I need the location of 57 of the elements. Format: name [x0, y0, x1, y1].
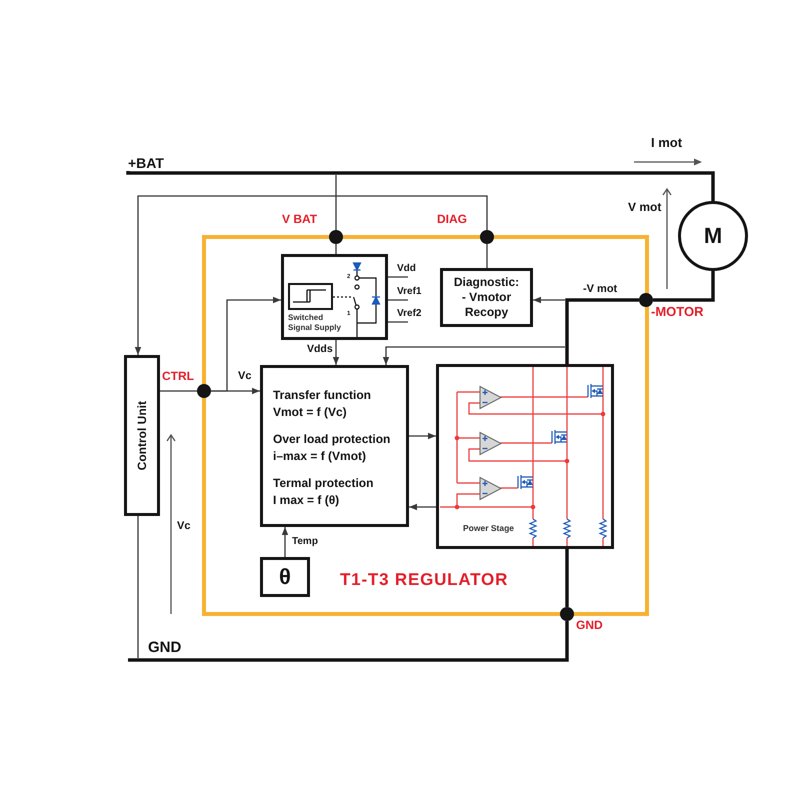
pin-label: GND	[576, 619, 603, 633]
temperature-symbol-label: θ	[279, 565, 291, 589]
signal-line	[388, 276, 408, 278]
pin-label: -MOTOR	[651, 305, 704, 320]
rail-label: GND	[148, 639, 182, 656]
regulator-frame	[202, 235, 649, 616]
signal-line	[160, 390, 197, 392]
signal-arrow	[533, 296, 565, 304]
pin-label: V BAT	[282, 213, 318, 227]
signal-arrow	[382, 346, 565, 365]
power-stage-block	[436, 364, 614, 549]
voltage-label: Vc	[177, 520, 190, 533]
sensor-block	[260, 557, 310, 597]
function-text: Transfer function	[273, 387, 372, 404]
signal-arrow	[332, 340, 340, 365]
signal-arrow	[409, 432, 436, 440]
pin-label: CTRL	[162, 370, 194, 384]
current-label: I mot	[651, 136, 682, 151]
signal-line	[335, 175, 337, 230]
signal-line	[388, 299, 408, 301]
control-unit-label: Control Unit	[135, 400, 149, 470]
power-wire	[565, 298, 639, 364]
function-block	[260, 365, 409, 527]
power-stage-caption: Power Stage	[463, 523, 514, 533]
power-wire	[128, 621, 569, 662]
signal-line	[137, 516, 139, 658]
signal-arrow	[409, 504, 436, 510]
pin-label: DIAG	[437, 213, 467, 227]
junction-dot	[197, 384, 211, 398]
function-text: Over load protection	[273, 431, 390, 448]
motor-label: M	[704, 224, 722, 248]
function-text: i–max = f (Vmot)	[273, 448, 366, 465]
diagnostic-block	[440, 268, 533, 327]
power-wire	[653, 271, 715, 302]
junction-dot	[639, 293, 653, 307]
supply-caption: Switched Signal Supply	[288, 313, 342, 333]
power-wire	[565, 549, 569, 607]
signal-arrow	[211, 296, 281, 392]
junction-dot	[480, 230, 494, 244]
rail-label: +BAT	[128, 155, 164, 171]
supply-block	[281, 254, 388, 340]
signal-line	[486, 244, 488, 268]
signal-arrow	[134, 195, 488, 355]
regulator-title: T1-T3 REGULATOR	[340, 570, 508, 590]
function-text: I max = f (θ)	[273, 492, 340, 509]
function-text: Vmot = f (Vc)	[273, 404, 347, 421]
junction-dot	[329, 230, 343, 244]
junction-dot	[560, 607, 574, 621]
signal-line	[388, 321, 408, 323]
edge-label: Temp	[291, 536, 319, 548]
voltage-label: V mot	[628, 201, 662, 215]
function-text: Termal protection	[273, 475, 374, 492]
signal-arrow	[282, 527, 288, 557]
signal-line	[335, 244, 337, 254]
control-unit-block	[124, 355, 160, 516]
diagnostic-text: Diagnostic: - Vmotor Recopy	[452, 275, 520, 320]
power-wire	[126, 169, 715, 201]
